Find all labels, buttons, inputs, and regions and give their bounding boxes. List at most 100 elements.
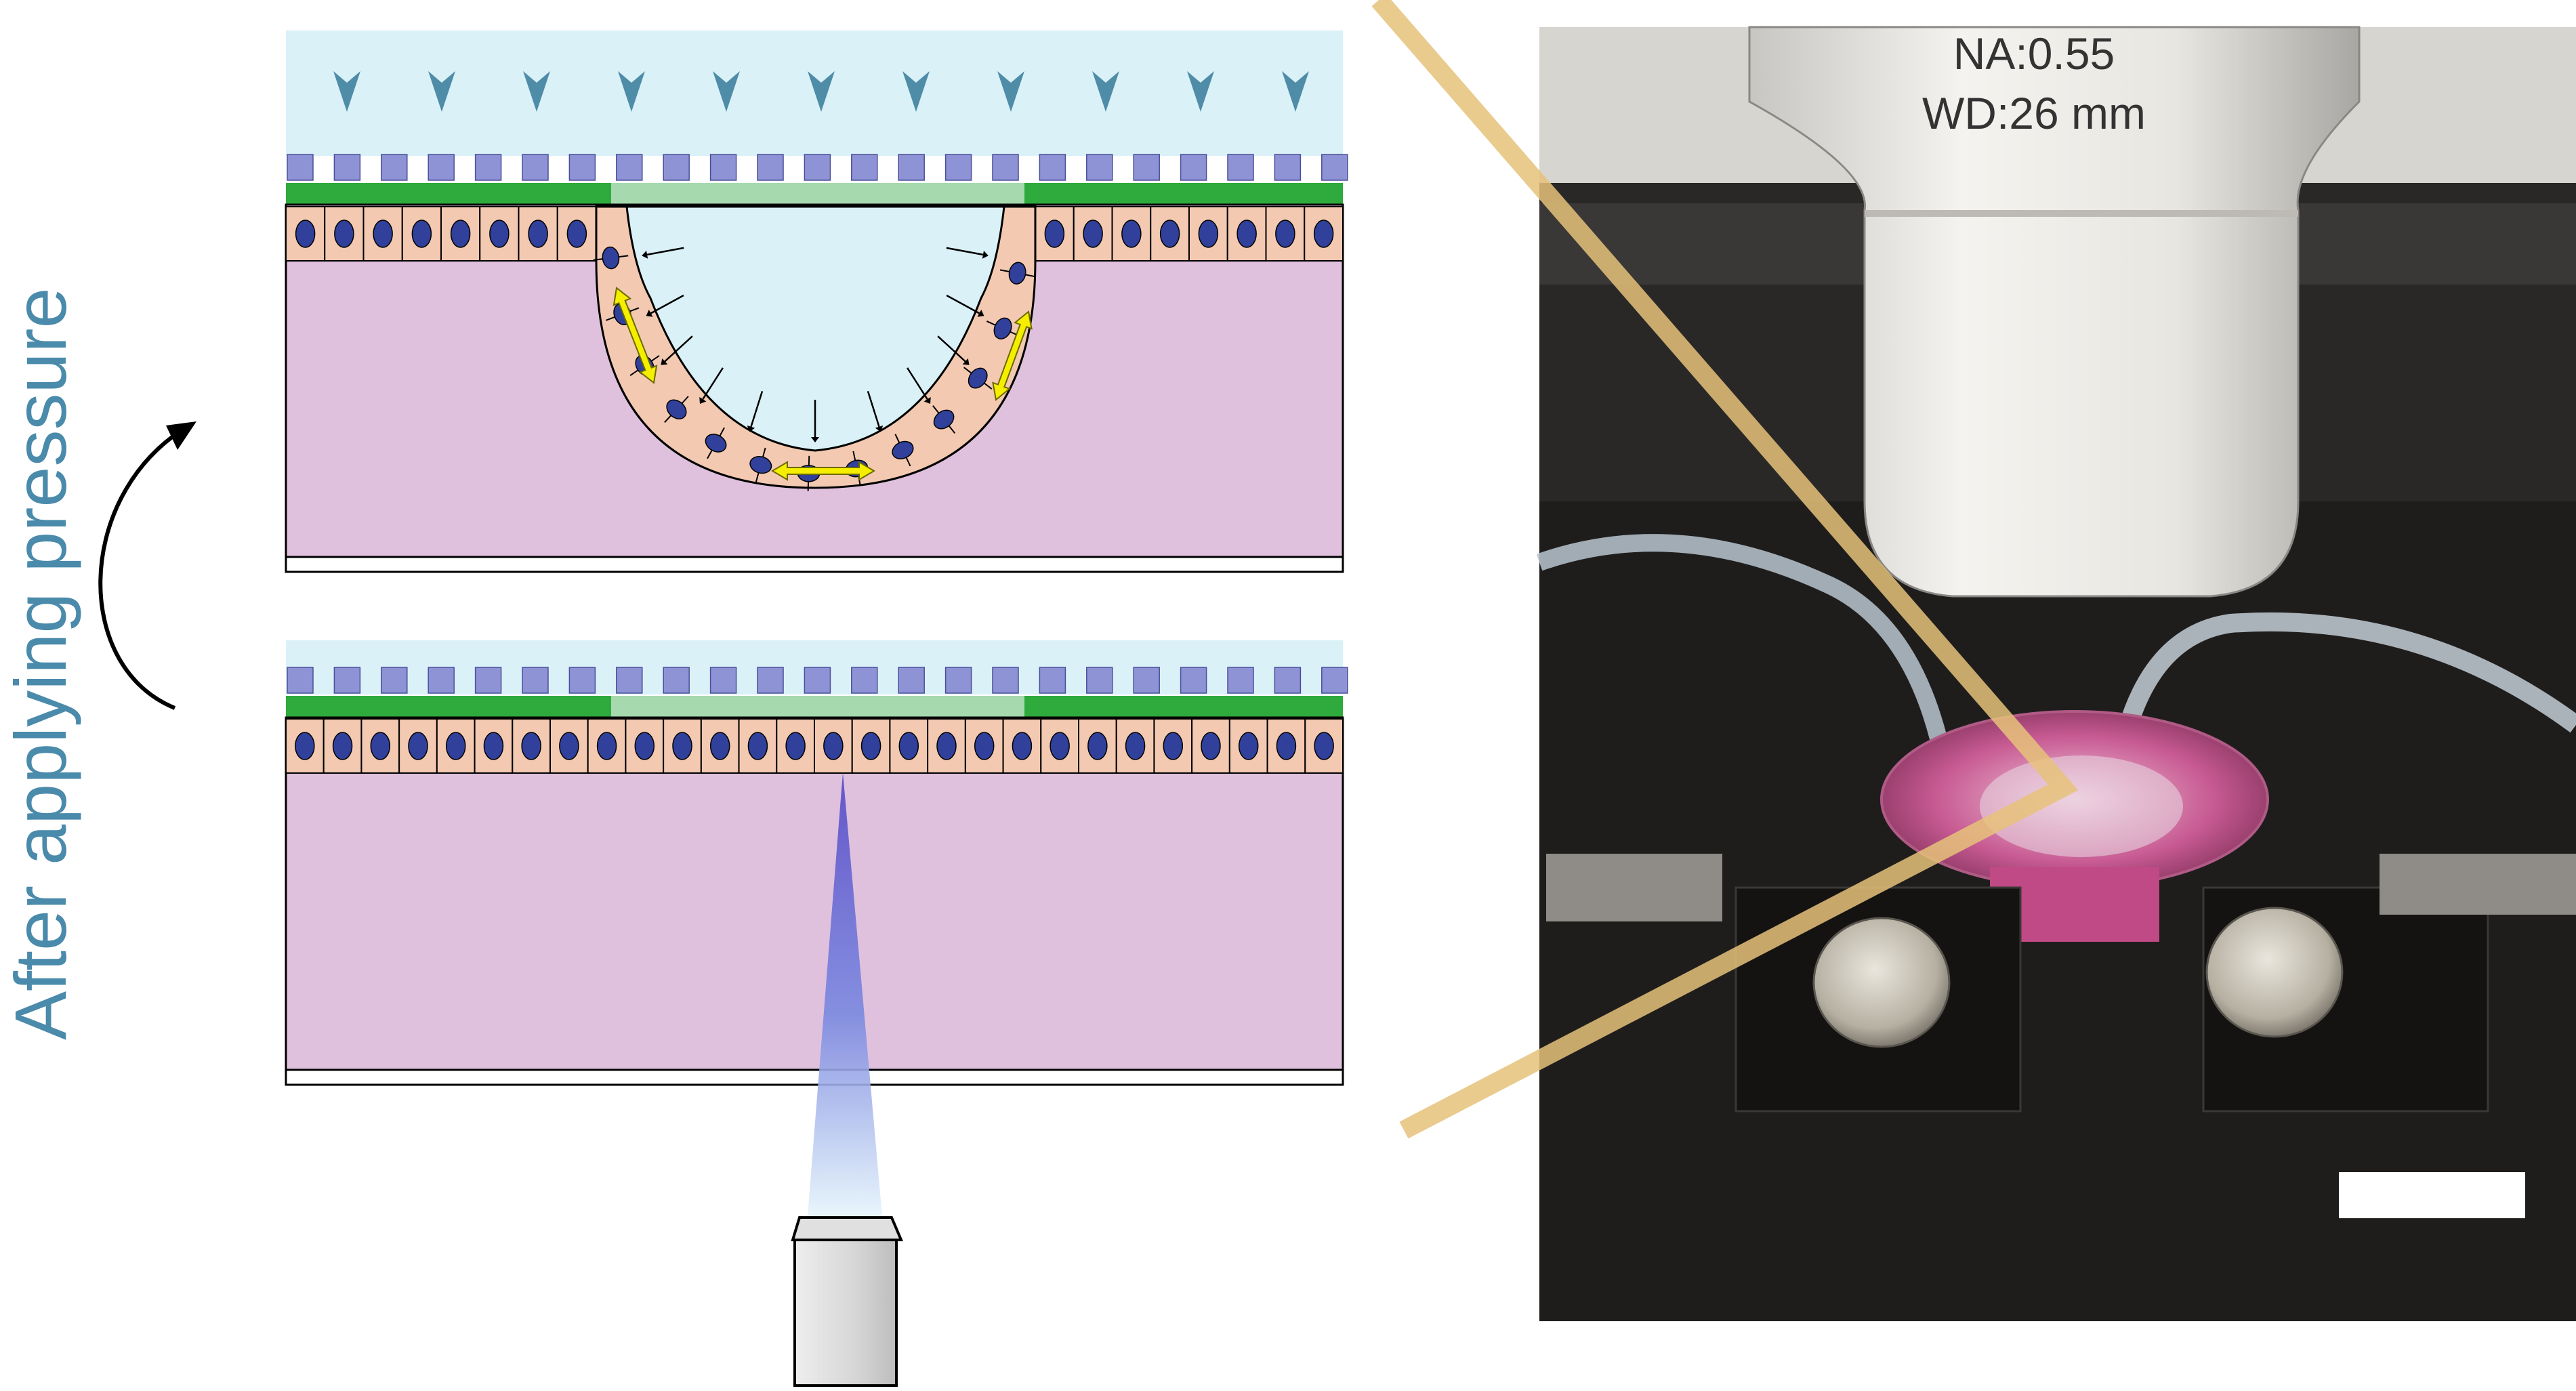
nucleus xyxy=(1314,732,1334,760)
nucleus xyxy=(672,732,692,760)
channel-square xyxy=(1086,154,1113,181)
objective-icon xyxy=(791,1216,904,1387)
nucleus xyxy=(295,732,315,760)
nucleus xyxy=(450,220,471,248)
channel-square xyxy=(944,667,972,694)
nucleus xyxy=(974,732,995,760)
channel-square xyxy=(709,154,737,181)
coverslip xyxy=(285,556,1344,573)
channel-square xyxy=(1227,154,1254,181)
flow-arrow-icon xyxy=(523,71,550,112)
nucleus xyxy=(705,434,727,453)
pressure-arrow xyxy=(946,294,980,314)
zoom-connector-line xyxy=(1371,0,2079,1139)
channel-square xyxy=(1133,154,1160,181)
coverslip xyxy=(285,1068,1344,1086)
flow-arrow-icon xyxy=(618,71,645,112)
pressure-arrow-head xyxy=(982,251,989,259)
stage-plate-left xyxy=(1546,854,1722,921)
channel-square xyxy=(1321,154,1348,181)
flow-arrow-icon xyxy=(1187,71,1214,112)
flow-arrow-icon xyxy=(428,71,455,112)
curved-arrow-icon xyxy=(98,428,183,710)
pressure-arrow xyxy=(750,390,764,428)
flow-arrow-icon xyxy=(1282,71,1309,112)
nucleus xyxy=(749,456,772,474)
nucleus xyxy=(1163,732,1184,760)
dome-cavity xyxy=(625,205,1005,452)
channel-square xyxy=(616,667,643,694)
nucleus xyxy=(1275,220,1295,248)
channel-square xyxy=(851,667,878,694)
flow-arrow-icon xyxy=(902,71,930,112)
microscope-objective xyxy=(1748,26,2361,598)
pressure-arrow xyxy=(646,247,684,256)
pressure-arrow-head xyxy=(811,437,819,442)
cell xyxy=(436,718,476,774)
flow-arrow-icon xyxy=(808,71,835,112)
stretch-arrow xyxy=(992,310,1033,401)
channel-square xyxy=(663,667,690,694)
nucleus xyxy=(1044,220,1065,248)
channel-square xyxy=(568,667,596,694)
side-label: After applying pressure xyxy=(0,287,81,1040)
channel-square xyxy=(992,667,1019,694)
nucleus xyxy=(596,732,617,760)
nucleus xyxy=(860,732,881,760)
channel-square xyxy=(1227,667,1254,694)
flow-arrow-icon xyxy=(713,71,740,112)
nucleus xyxy=(1050,732,1070,760)
channel-square xyxy=(568,154,596,181)
channel-square xyxy=(709,667,737,694)
pressure-arrow xyxy=(650,294,684,314)
stretch-arrow xyxy=(771,461,875,481)
nucleus xyxy=(1008,262,1026,285)
pressure-arrow-head xyxy=(646,310,653,317)
nucleus xyxy=(521,732,541,760)
cell xyxy=(479,206,520,262)
nucleus xyxy=(709,732,730,760)
cell xyxy=(323,718,362,774)
pressure-arrow xyxy=(664,335,693,362)
nucleus xyxy=(1237,220,1257,248)
nucleus xyxy=(1238,732,1259,760)
channel-square xyxy=(381,154,408,181)
channel-square xyxy=(474,667,502,694)
channel-square xyxy=(333,154,361,181)
pressure-arrow-head xyxy=(875,425,884,432)
nucleus xyxy=(936,732,957,760)
channel-square xyxy=(1180,667,1207,694)
nucleus xyxy=(1125,732,1146,760)
channel-square xyxy=(287,154,314,181)
channel-square xyxy=(757,667,784,694)
channel-square xyxy=(1180,154,1207,181)
nucleus xyxy=(1198,220,1219,248)
cell xyxy=(285,718,325,774)
pressure-arrow xyxy=(907,367,928,400)
pressure-arrow-head xyxy=(977,310,984,317)
pressure-arrow-head xyxy=(923,396,931,404)
cell xyxy=(1115,718,1155,774)
nucleus xyxy=(892,440,914,459)
nucleus xyxy=(332,732,353,760)
knob-right xyxy=(2205,907,2344,1038)
nucleus xyxy=(334,220,354,248)
channel-square xyxy=(381,667,408,694)
pressure-arrow-head xyxy=(661,358,668,365)
channel-square xyxy=(944,154,972,181)
stretch-arrow xyxy=(612,287,658,384)
curved-arrow-head xyxy=(166,421,196,450)
scale-bar xyxy=(2339,1172,2525,1218)
nucleus xyxy=(408,732,428,760)
pressure-arrow xyxy=(867,390,880,428)
nucleus xyxy=(785,732,806,760)
nucleus xyxy=(1276,732,1297,760)
flow-arrow-icon xyxy=(997,71,1024,112)
nucleus xyxy=(528,220,548,248)
nucleus xyxy=(489,220,510,248)
channel-square xyxy=(428,154,455,181)
dish-center xyxy=(1980,755,2183,857)
channel-square xyxy=(1274,667,1302,694)
